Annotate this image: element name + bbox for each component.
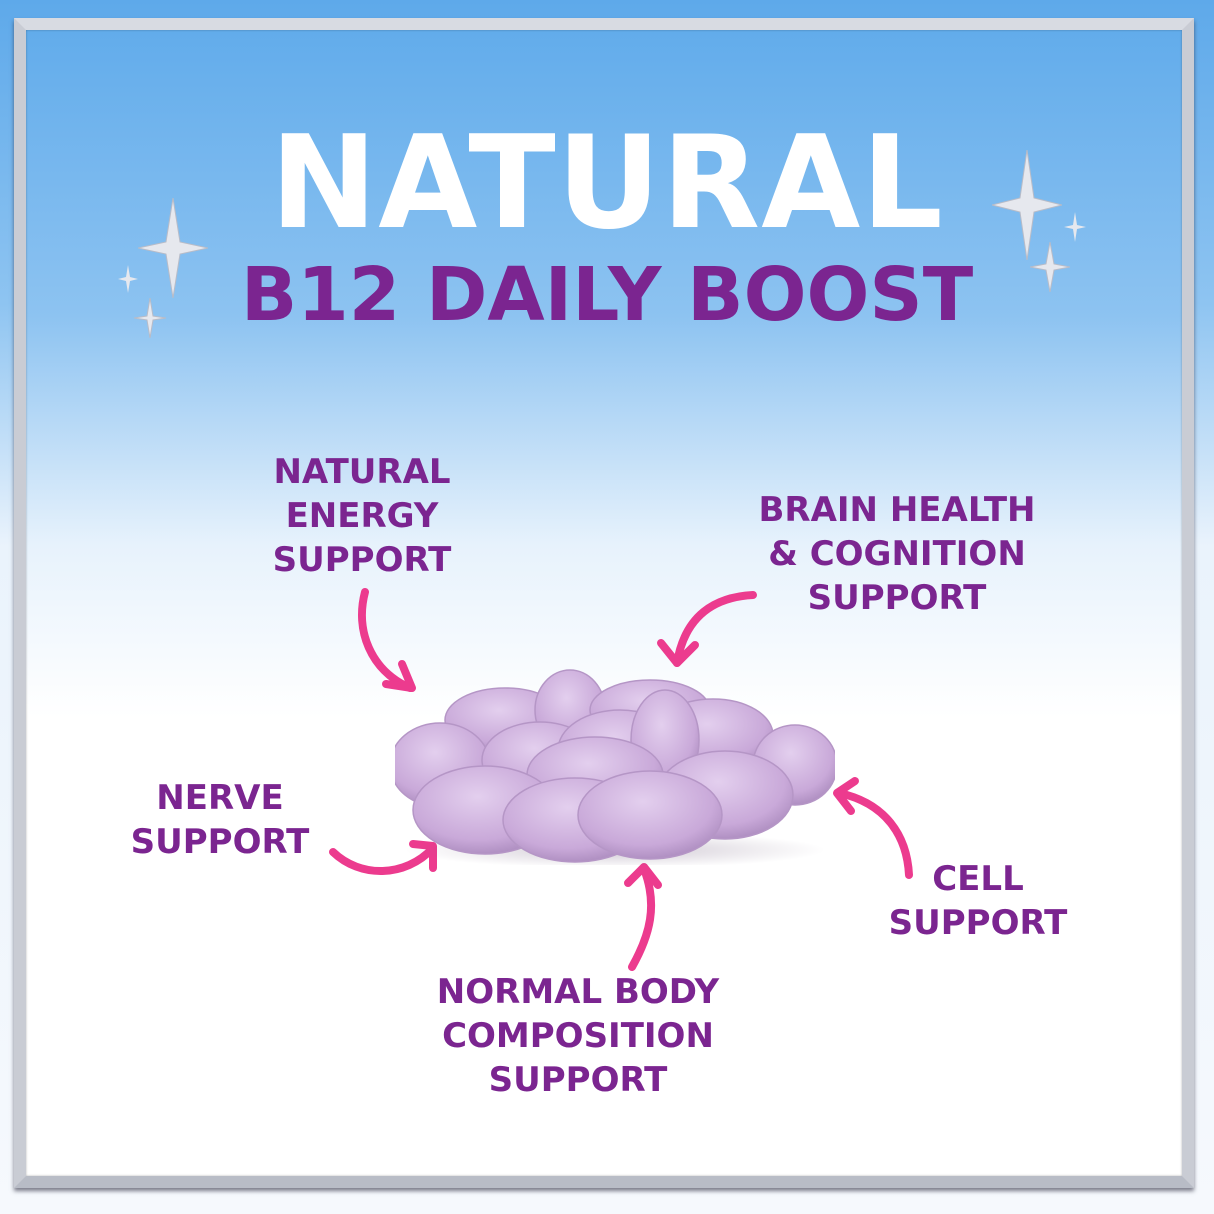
- benefit-body: NORMAL BODY COMPOSITION SUPPORT: [436, 972, 720, 1100]
- silver-frame: [14, 18, 1194, 1188]
- headline: NATURAL: [270, 109, 944, 258]
- benefit-energy: NATURAL ENERGY SUPPORT: [272, 452, 452, 580]
- benefit-nerve: NERVE SUPPORT: [130, 778, 310, 862]
- sparkle-icon: [118, 265, 138, 293]
- subheadline: B12 DAILY BOOST: [240, 252, 974, 338]
- benefit-brain: BRAIN HEALTH & COGNITION SUPPORT: [758, 490, 1036, 618]
- b12-tablets-image: [395, 669, 835, 865]
- arrow-icon: [624, 863, 662, 971]
- arrow-icon: [657, 591, 757, 667]
- benefit-cell: CELL SUPPORT: [888, 859, 1068, 943]
- sparkle-icon: [134, 298, 166, 338]
- sparkle-icon: [1030, 242, 1070, 292]
- arrow-icon: [833, 777, 913, 879]
- sparkle-icon: [1064, 212, 1086, 242]
- sparkle-icon: [992, 150, 1062, 260]
- sparkle-icon: [138, 198, 208, 298]
- arrow-icon: [358, 588, 416, 692]
